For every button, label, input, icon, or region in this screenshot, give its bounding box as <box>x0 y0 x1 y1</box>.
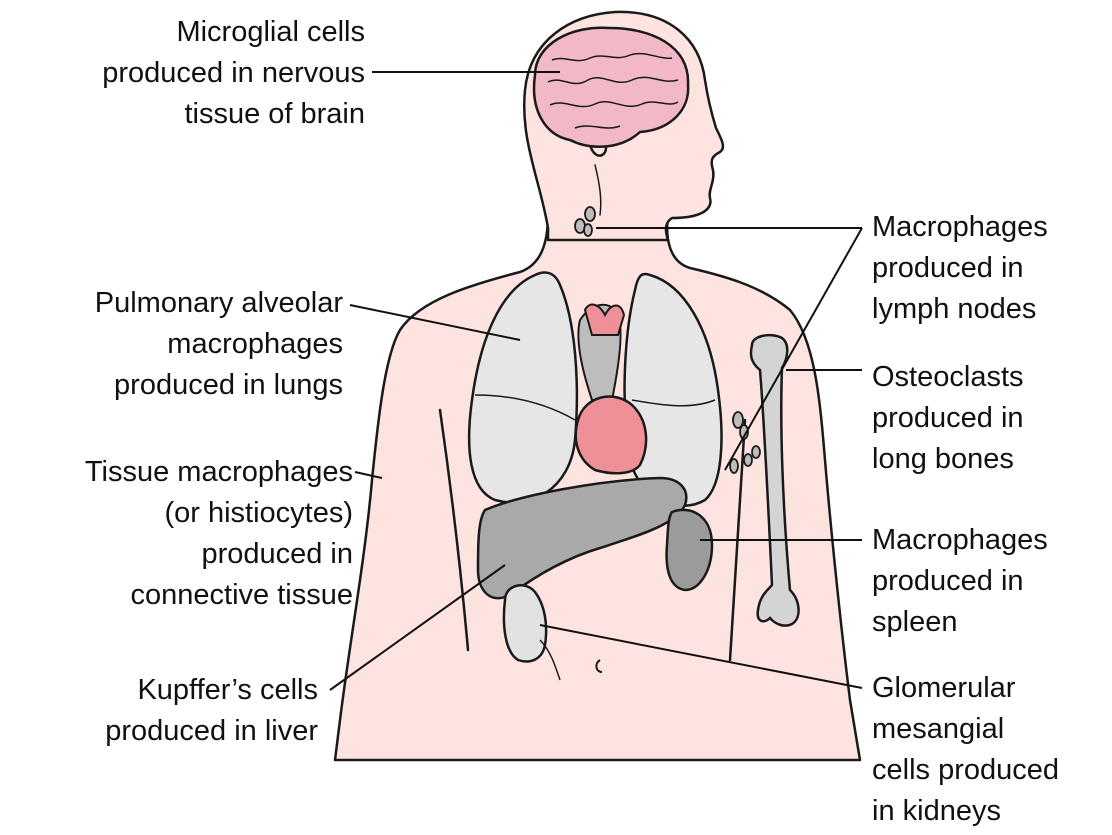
label-line: Kupffer’s cells <box>10 670 318 711</box>
label-line: tissue of brain <box>20 94 365 135</box>
label-line: produced in lungs <box>10 365 343 406</box>
label-line: Tissue macrophages <box>10 452 353 493</box>
label-line: lymph nodes <box>872 289 1107 330</box>
label-tissue: Tissue macrophages (or histiocytes) prod… <box>10 452 353 616</box>
label-line: produced in <box>872 248 1107 289</box>
label-line: in kidneys <box>872 791 1107 832</box>
label-line: (or histiocytes) <box>10 493 353 534</box>
label-line: mesangial <box>872 709 1107 750</box>
label-line: produced in <box>10 534 353 575</box>
label-pulmonary: Pulmonary alveolar macrophages produced … <box>10 283 343 406</box>
label-line: cells produced <box>872 750 1107 791</box>
label-kupffer: Kupffer’s cells produced in liver <box>10 670 318 752</box>
label-line: spleen <box>872 602 1107 643</box>
label-glomerular: Glomerular mesangial cells produced in k… <box>872 668 1107 832</box>
label-line: Glomerular <box>872 668 1107 709</box>
label-line: connective tissue <box>10 575 353 616</box>
label-osteoclasts: Osteoclasts produced in long bones <box>872 357 1107 480</box>
heart <box>576 397 646 474</box>
label-line: produced in <box>872 561 1107 602</box>
label-microglial: Microglial cells produced in nervous tis… <box>20 12 365 135</box>
label-line: macrophages <box>10 324 343 365</box>
label-line: Microglial cells <box>20 12 365 53</box>
label-line: produced in nervous <box>20 53 365 94</box>
label-line: Macrophages <box>872 207 1107 248</box>
label-line: Macrophages <box>872 520 1107 561</box>
label-line: Osteoclasts <box>872 357 1107 398</box>
label-line: long bones <box>872 439 1107 480</box>
label-lymph: Macrophages produced in lymph nodes <box>872 207 1107 330</box>
label-line: produced in liver <box>10 711 318 752</box>
label-line: Pulmonary alveolar <box>10 283 343 324</box>
label-line: produced in <box>872 398 1107 439</box>
label-spleen: Macrophages produced in spleen <box>872 520 1107 643</box>
